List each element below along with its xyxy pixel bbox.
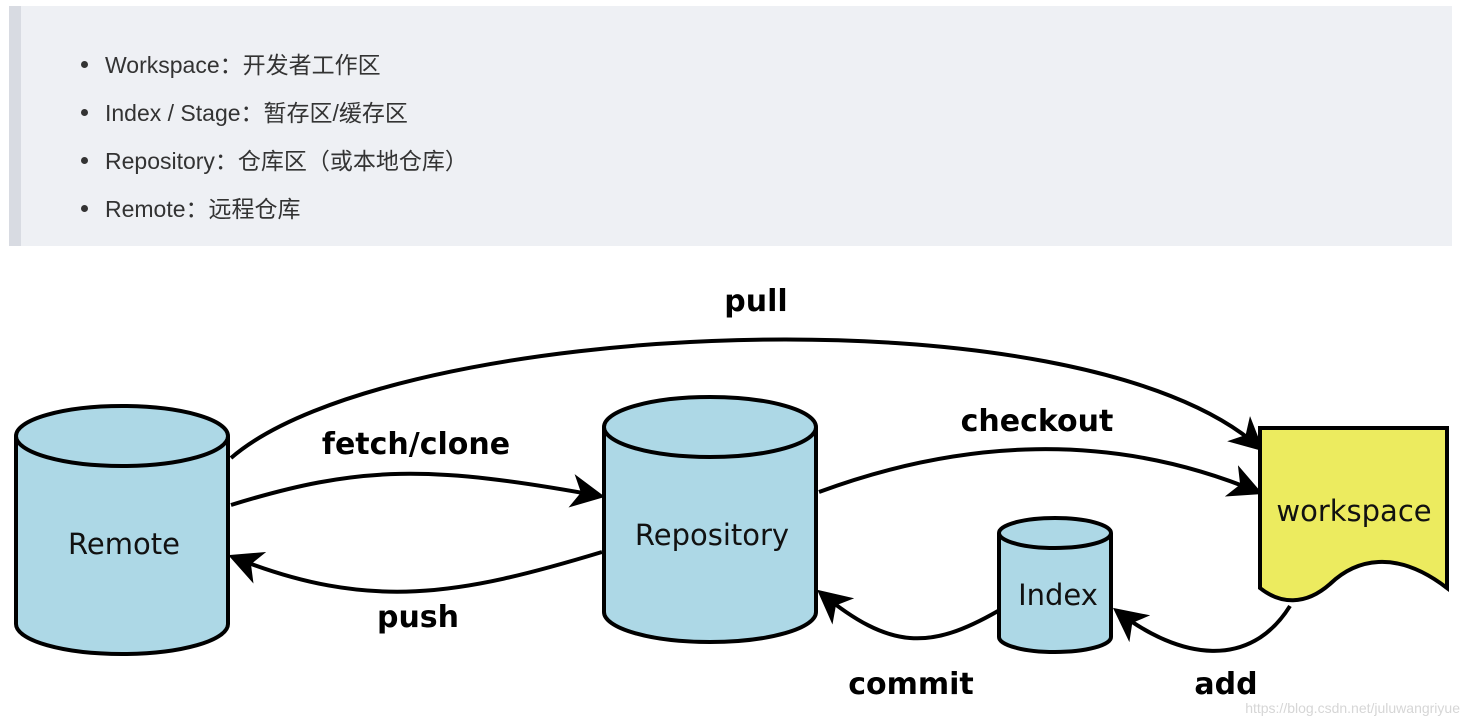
remote-database-node: Remote	[14, 404, 230, 656]
index-cylinder-top	[997, 516, 1113, 550]
bullet-icon	[81, 61, 88, 68]
list-item-text: Index / Stage：暂存区/缓存区	[105, 100, 408, 126]
repository-cylinder-top	[602, 395, 818, 459]
repository-label: Repository	[635, 518, 789, 552]
workspace-label: workspace	[1276, 494, 1431, 528]
fetch-clone-arrow	[230, 471, 606, 508]
index-label: Index	[1018, 578, 1098, 612]
fetch-clone-label: fetch/clone	[322, 427, 510, 462]
bullet-icon	[81, 157, 88, 164]
list-item-text: Workspace：开发者工作区	[105, 52, 381, 78]
push-label: push	[377, 600, 459, 635]
workspace-document-node: workspace	[1258, 426, 1449, 603]
repository-database-node: Repository	[602, 395, 818, 644]
index-cylinder-body	[997, 533, 1113, 654]
push-arrow	[228, 550, 603, 594]
list-item-text: Repository：仓库区（或本地仓库）	[105, 148, 468, 174]
add-arrow	[1112, 604, 1292, 653]
info-blockquote: Workspace：开发者工作区 Index / Stage：暂存区/缓存区 R…	[9, 6, 1452, 246]
pull-label: pull	[724, 284, 787, 319]
workspace-document-shape	[1258, 426, 1449, 603]
repository-cylinder-body	[602, 427, 818, 644]
bullet-icon	[81, 205, 88, 212]
list-item-text: Remote：远程仓库	[105, 196, 301, 222]
commit-label: commit	[848, 667, 974, 702]
index-database-node: Index	[997, 516, 1113, 654]
bullet-icon	[81, 109, 88, 116]
remote-cylinder-top	[14, 404, 230, 468]
checkout-arrow	[818, 447, 1263, 497]
commit-arrow	[817, 589, 999, 641]
pull-arrow	[229, 337, 1264, 460]
checkout-label: checkout	[961, 404, 1114, 439]
watermark-text: https://blog.csdn.net/juluwangriyue	[1245, 700, 1460, 716]
remote-label: Remote	[68, 527, 180, 561]
add-label: add	[1194, 667, 1257, 702]
remote-cylinder-body	[14, 436, 230, 656]
